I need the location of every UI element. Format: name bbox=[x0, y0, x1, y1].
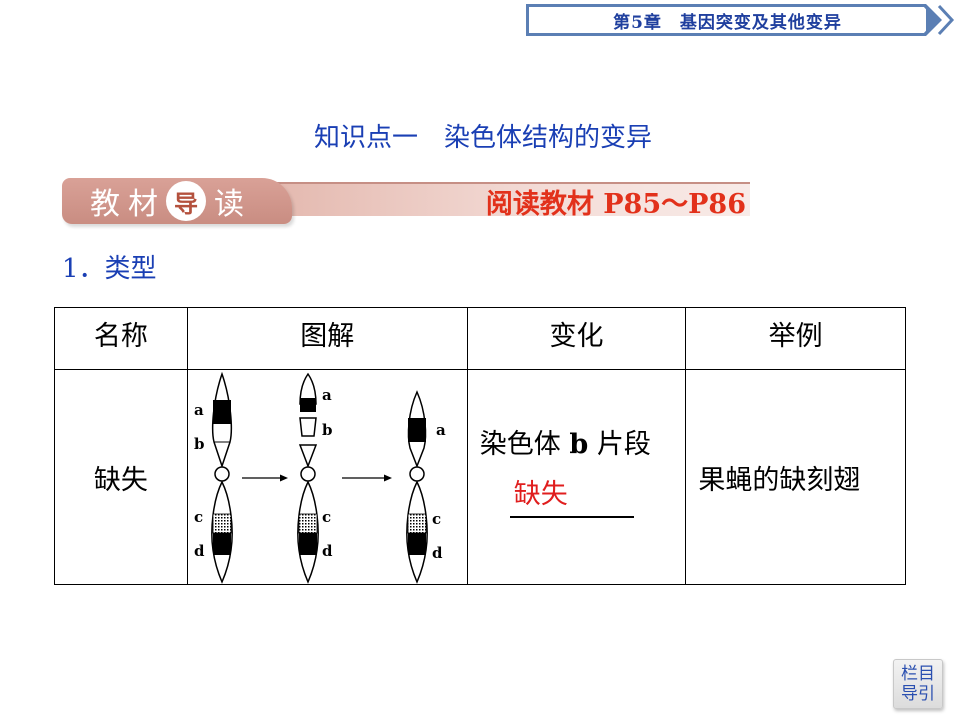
guide-band bbox=[260, 182, 750, 216]
fill-in-blank-line bbox=[509, 516, 634, 518]
guide-circle-badge: 导 bbox=[166, 181, 206, 221]
cell-diagram: a b c d bbox=[186, 369, 468, 585]
chromosome-original: a b c d bbox=[194, 371, 233, 584]
nav-label-line2: 导引 bbox=[901, 684, 935, 704]
section-title: 知识点一 染色体结构的变异 bbox=[313, 123, 652, 153]
label-a: a bbox=[194, 401, 204, 419]
change-description: 染色体 b 片段 bbox=[480, 422, 651, 461]
label-c: c bbox=[322, 508, 331, 526]
list-heading: 1．类型 bbox=[62, 254, 157, 284]
section-nav-button[interactable]: 栏目 导引 bbox=[893, 659, 943, 709]
chapter-title: 第5章 基因突变及其他变异 bbox=[613, 12, 842, 33]
cell-example: 果蝇的缺刻翅 bbox=[685, 369, 906, 585]
cell-change: 染色体 b 片段 缺失 bbox=[466, 369, 687, 585]
label-a: a bbox=[436, 421, 446, 439]
label-c: c bbox=[432, 510, 441, 528]
label-b: b bbox=[322, 421, 333, 439]
arrow-right-icon bbox=[341, 474, 392, 482]
fill-in-answer: 缺失 bbox=[513, 479, 568, 510]
textbook-guide-bar: 教 材 导 读 阅读教材 P85～P86 bbox=[60, 178, 750, 226]
chevron-right-icon bbox=[937, 4, 955, 36]
table-header-row: 名称 图解 变化 举例 bbox=[54, 307, 906, 370]
arrow-right-icon bbox=[241, 474, 288, 482]
header-change: 变化 bbox=[466, 307, 687, 370]
change-letter: b bbox=[569, 429, 589, 460]
header-example: 举例 bbox=[685, 307, 906, 370]
label-a: a bbox=[322, 386, 332, 404]
guide-char: 教 bbox=[90, 187, 120, 222]
label-c: c bbox=[194, 508, 203, 526]
deletion-diagram: a b c d bbox=[194, 371, 446, 584]
chromosome-breaking: a b c d bbox=[296, 372, 333, 584]
header-name: 名称 bbox=[54, 307, 188, 370]
label-b: b bbox=[194, 435, 205, 453]
chromosome-deleted: a c d bbox=[405, 390, 446, 584]
guide-char: 读 bbox=[214, 187, 244, 222]
nav-label-line1: 栏目 bbox=[901, 664, 935, 684]
variation-types-table: 名称 图解 变化 举例 缺失 bbox=[54, 307, 906, 585]
chapter-banner: 第5章 基因突变及其他变异 bbox=[526, 4, 942, 36]
change-prefix: 染色体 bbox=[479, 429, 561, 460]
guide-char: 材 bbox=[128, 187, 158, 222]
guide-char: 导 bbox=[174, 189, 198, 218]
guide-tab: 教 材 导 读 bbox=[62, 178, 292, 224]
table-row: 缺失 a b c bbox=[54, 369, 906, 585]
change-suffix: 片段 bbox=[596, 429, 651, 460]
textbook-reference: 阅读教材 P85～P86 bbox=[485, 189, 746, 220]
label-d: d bbox=[322, 542, 333, 560]
label-d: d bbox=[432, 544, 443, 562]
header-diagram: 图解 bbox=[186, 307, 468, 370]
label-d: d bbox=[194, 542, 205, 560]
cell-name: 缺失 bbox=[54, 369, 188, 585]
chevron-right-icon bbox=[923, 4, 941, 36]
